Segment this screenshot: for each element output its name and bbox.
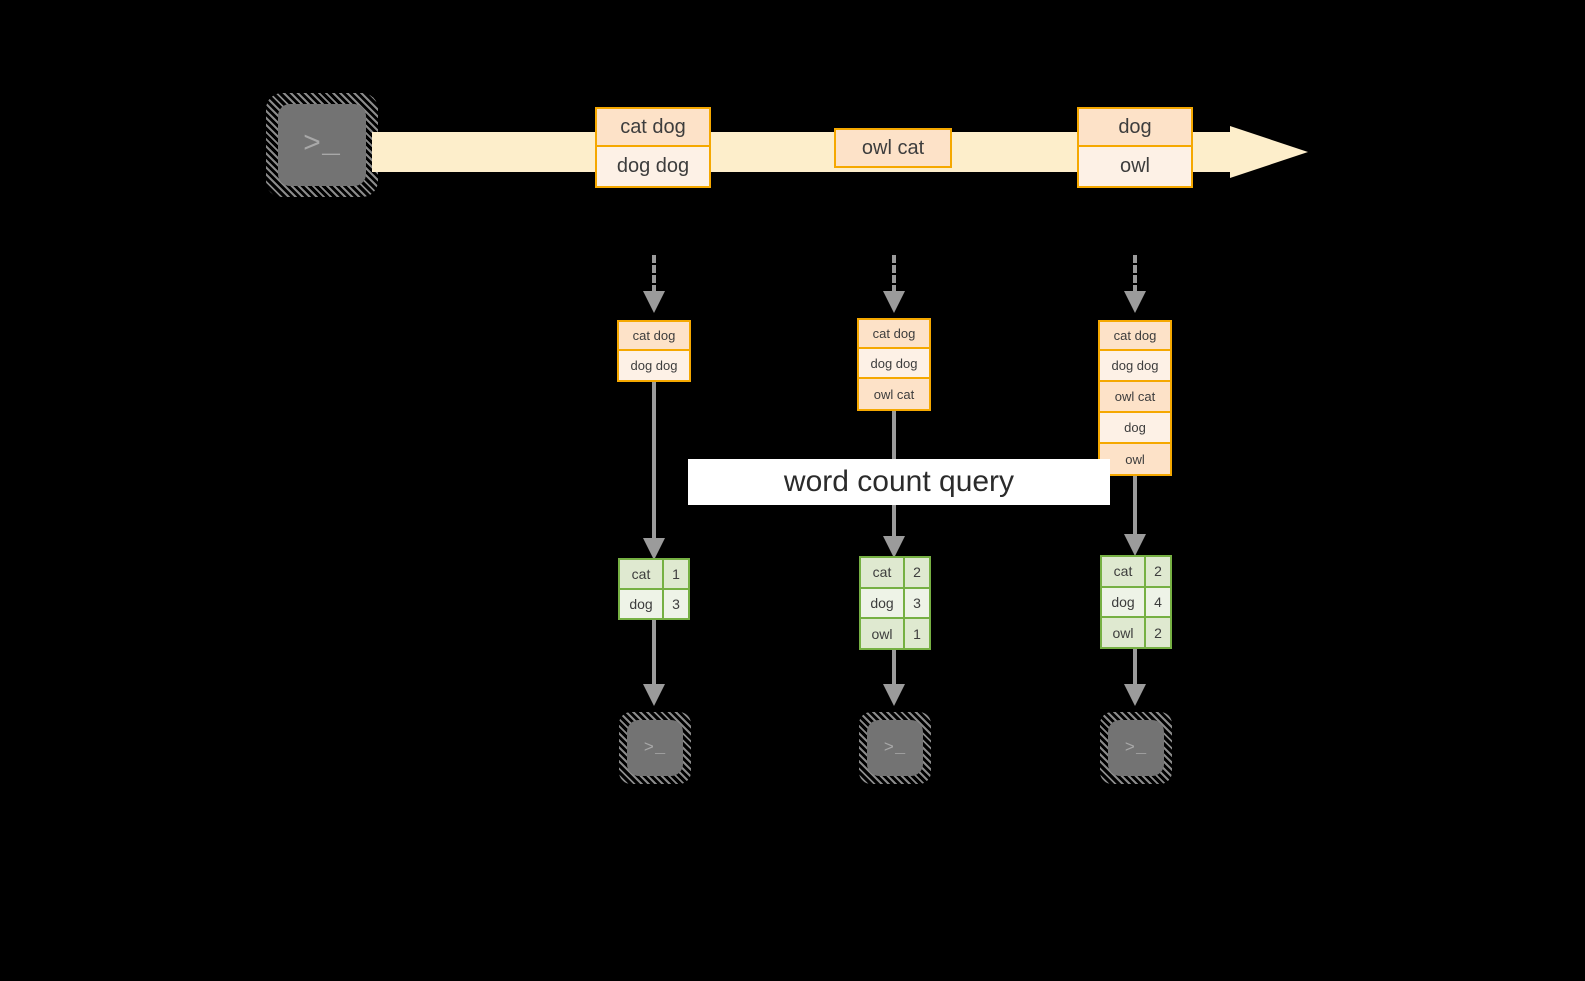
word-count-query-banner: word count query — [688, 459, 1110, 505]
snapshot-2-result-table: cat 2 dog 3 owl 1 — [859, 556, 931, 650]
event-stream-arrowhead — [1230, 126, 1308, 178]
result-word: dog — [620, 590, 664, 618]
source-terminal-body: >_ — [278, 104, 366, 186]
result-row: owl 1 — [861, 619, 929, 649]
snapshot-3-result-table: cat 2 dog 4 owl 2 — [1100, 555, 1172, 649]
accumulated-event: owl cat — [859, 379, 929, 409]
result-word: cat — [861, 558, 905, 587]
stream-event: cat dog — [597, 109, 709, 147]
snapshot-3-query-arrowhead — [1124, 534, 1146, 556]
snapshot-3-query-line — [1133, 476, 1137, 536]
result-row: dog 3 — [861, 588, 929, 620]
result-row: cat 1 — [620, 560, 688, 590]
accumulated-event: owl — [1100, 444, 1170, 474]
accumulated-event: dog — [1100, 413, 1170, 444]
accumulated-event: cat dog — [1100, 322, 1170, 351]
result-count: 1 — [664, 560, 688, 588]
stream-event: dog dog — [597, 147, 709, 186]
accumulated-event: cat dog — [619, 322, 689, 351]
snapshot-1-accumulated-stack: cat dog dog dog — [617, 320, 691, 382]
source-terminal-icon: >_ — [266, 93, 378, 197]
result-count: 2 — [905, 558, 929, 587]
accumulated-event: cat dog — [859, 320, 929, 349]
result-count: 1 — [905, 619, 929, 649]
snapshot-1-sink-arrowhead — [643, 684, 665, 706]
snapshot-3-sink-line — [1133, 649, 1137, 686]
accumulated-event: dog dog — [1100, 351, 1170, 382]
snapshot-3-sink-terminal-icon: >_ — [1100, 712, 1172, 784]
result-word: dog — [1102, 587, 1146, 617]
result-count: 2 — [1146, 618, 1170, 648]
sink-terminal-body: >_ — [627, 720, 683, 776]
snapshot-2-sink-terminal-icon: >_ — [859, 712, 931, 784]
accumulated-event: dog dog — [619, 351, 689, 380]
result-word: cat — [620, 560, 664, 588]
result-word: cat — [1102, 557, 1146, 586]
snapshot-1-query-arrowhead — [643, 538, 665, 560]
snapshot-2-trigger-line — [892, 255, 896, 293]
snapshot-2-trigger-arrowhead — [883, 291, 905, 313]
result-count: 4 — [1146, 587, 1170, 617]
result-row: cat 2 — [1102, 557, 1170, 588]
result-row: dog 4 — [1102, 587, 1170, 619]
sink-terminal-body: >_ — [867, 720, 923, 776]
result-count: 3 — [905, 588, 929, 618]
result-count: 3 — [664, 590, 688, 618]
sink-terminal-prompt-glyph: >_ — [643, 738, 667, 758]
result-count: 2 — [1146, 557, 1170, 586]
snapshot-1-sink-line — [652, 620, 656, 686]
stream-group-2: owl cat — [834, 128, 952, 168]
stream-event: dog — [1079, 109, 1191, 147]
snapshot-1-query-line — [652, 382, 656, 540]
source-terminal-prompt-glyph: >_ — [302, 128, 341, 162]
accumulated-event: dog dog — [859, 349, 929, 379]
stream-group-3: dog owl — [1077, 107, 1193, 188]
snapshot-1-sink-terminal-icon: >_ — [619, 712, 691, 784]
snapshot-1-trigger-line — [652, 255, 656, 293]
snapshot-2-sink-arrowhead — [883, 684, 905, 706]
sink-terminal-prompt-glyph: >_ — [883, 738, 907, 758]
sink-terminal-prompt-glyph: >_ — [1124, 738, 1148, 758]
result-row: dog 3 — [620, 590, 688, 618]
snapshot-2-accumulated-stack: cat dog dog dog owl cat — [857, 318, 931, 411]
result-word: owl — [861, 619, 905, 649]
stream-event: owl — [1079, 147, 1191, 186]
accumulated-event: owl cat — [1100, 382, 1170, 413]
snapshot-2-sink-line — [892, 650, 896, 686]
snapshot-3-trigger-arrowhead — [1124, 291, 1146, 313]
result-row: owl 2 — [1102, 618, 1170, 648]
result-row: cat 2 — [861, 558, 929, 589]
snapshot-3-sink-arrowhead — [1124, 684, 1146, 706]
sink-terminal-body: >_ — [1108, 720, 1164, 776]
snapshot-1-result-table: cat 1 dog 3 — [618, 558, 690, 620]
snapshot-1-trigger-arrowhead — [643, 291, 665, 313]
result-word: dog — [861, 588, 905, 618]
snapshot-3-trigger-line — [1133, 255, 1137, 293]
result-word: owl — [1102, 618, 1146, 648]
stream-group-1: cat dog dog dog — [595, 107, 711, 188]
snapshot-2-query-arrowhead — [883, 536, 905, 558]
snapshot-3-accumulated-stack: cat dog dog dog owl cat dog owl — [1098, 320, 1172, 476]
